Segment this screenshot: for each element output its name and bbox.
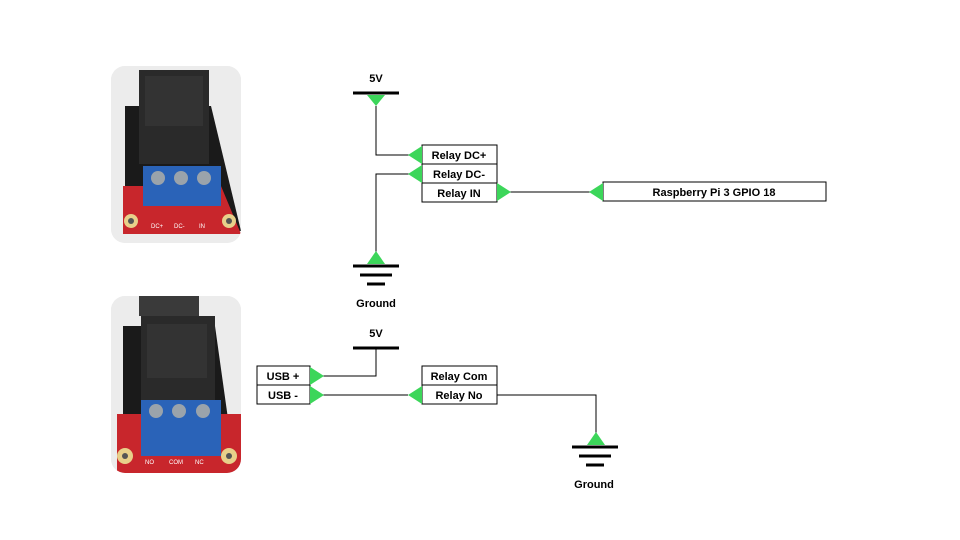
ground-connector-2 bbox=[587, 432, 605, 445]
wire-5v-to-dcplus bbox=[375, 106, 410, 156]
relay-photo-top: DC+ DC- IN bbox=[111, 66, 241, 243]
wire-relaycom-to-ground bbox=[497, 394, 597, 433]
circuit-2: 5V USB + USB - Relay Com Relay No Ground bbox=[256, 328, 618, 491]
relay-in-label: Relay IN bbox=[437, 188, 480, 200]
connector-dcminus bbox=[408, 165, 422, 183]
pin-label-dc-minus: DC- bbox=[174, 224, 185, 230]
supply-label-5v-1: 5V bbox=[369, 73, 383, 85]
supply-connector-1 bbox=[367, 95, 385, 106]
connector-gpio bbox=[589, 183, 603, 201]
relay-dcplus-label: Relay DC+ bbox=[432, 150, 487, 162]
pin-label-nc: NC bbox=[195, 460, 204, 466]
pin-label-no: NO bbox=[145, 460, 154, 466]
pin-label-com: COM bbox=[169, 460, 183, 466]
relay-module-illustration-bottom: NO COM NC bbox=[111, 296, 241, 473]
pin-label-dc-plus: DC+ bbox=[151, 224, 164, 230]
relay-dcminus-label: Relay DC- bbox=[433, 169, 485, 181]
connector-relay-no bbox=[408, 386, 422, 404]
ground-label-2: Ground bbox=[574, 479, 614, 491]
circuit-1: 5V Relay DC+ Relay DC- Relay IN Raspberr… bbox=[353, 73, 827, 310]
supply-label-5v-2: 5V bbox=[369, 328, 383, 340]
usb-minus-label: USB - bbox=[268, 390, 298, 402]
gpio-label: Raspberry Pi 3 GPIO 18 bbox=[653, 187, 776, 199]
relay-no-label: Relay No bbox=[435, 390, 482, 402]
ground-label-1: Ground bbox=[356, 298, 396, 310]
connector-usb-plus bbox=[310, 367, 324, 385]
connector-usb-minus bbox=[310, 386, 324, 404]
usb-plus-label: USB + bbox=[267, 371, 300, 383]
connector-relay-in bbox=[497, 183, 511, 201]
ground-connector-1 bbox=[367, 251, 385, 264]
wire-dcminus-to-ground bbox=[375, 173, 410, 252]
relay-photo-bottom: NO COM NC bbox=[111, 296, 241, 473]
top-terminal bbox=[139, 296, 199, 316]
relay-module-illustration-top: DC+ DC- IN bbox=[111, 66, 241, 243]
pin-label-in: IN bbox=[199, 224, 205, 230]
wire-5v-to-usbplus bbox=[323, 348, 377, 377]
connector-dcplus bbox=[408, 146, 422, 164]
relay-com-label: Relay Com bbox=[431, 371, 488, 383]
